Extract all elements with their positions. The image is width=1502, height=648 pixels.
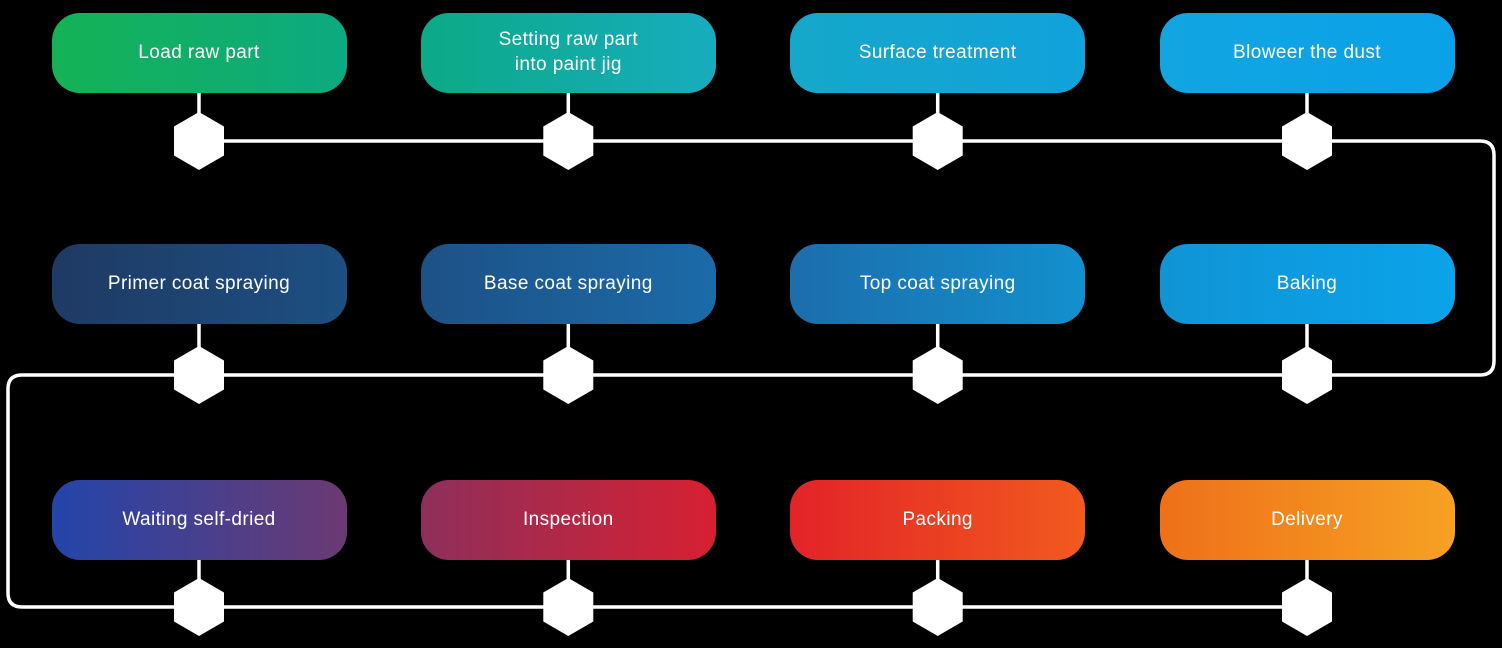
node-label: Top coat spraying bbox=[859, 272, 1016, 294]
node-label: Waiting self-dried bbox=[122, 508, 276, 530]
hexagon-junction-icon bbox=[174, 346, 224, 404]
hexagon-junction-icon bbox=[1282, 578, 1332, 636]
process-node: Inspection bbox=[420, 480, 716, 560]
hexagon-junction-icon bbox=[912, 346, 963, 404]
process-node: Bloweer the dust bbox=[1159, 13, 1455, 93]
process-node: Packing bbox=[790, 480, 1086, 560]
node-label: Bloweer the dust bbox=[1233, 41, 1381, 63]
node-label: Load raw part bbox=[138, 41, 260, 63]
node-label: Delivery bbox=[1271, 508, 1343, 530]
hexagon-junction-icon bbox=[543, 346, 594, 404]
process-node: Delivery bbox=[1159, 480, 1455, 560]
node-label: Primer coat spraying bbox=[107, 272, 291, 294]
serpentine-connector-line bbox=[6, 139, 1496, 609]
process-node: Primer coat spraying bbox=[51, 244, 347, 324]
process-node: Surface treatment bbox=[790, 13, 1086, 93]
hexagon-junction-icon bbox=[1282, 346, 1332, 404]
node-label: Inspection bbox=[522, 508, 614, 530]
hexagon-junction-icon bbox=[912, 112, 963, 170]
node-label: Packing bbox=[902, 508, 973, 530]
hexagon-junction-icon bbox=[1282, 112, 1332, 170]
process-node: Top coat spraying bbox=[790, 244, 1086, 324]
hexagon-junctions bbox=[174, 91, 1332, 636]
node-label: Baking bbox=[1276, 272, 1338, 294]
process-node: Waiting self-dried bbox=[51, 480, 347, 560]
hexagon-junction-icon bbox=[174, 578, 224, 636]
process-node: Setting raw part into paint jig bbox=[420, 13, 716, 93]
hexagon-junction-icon bbox=[912, 578, 963, 636]
hexagon-junction-icon bbox=[174, 112, 224, 170]
hexagon-junction-icon bbox=[543, 578, 594, 636]
process-node: Base coat spraying bbox=[420, 244, 716, 324]
hexagon-junction-icon bbox=[543, 112, 594, 170]
process-node: Load raw part bbox=[51, 13, 347, 93]
process-node: Baking bbox=[1159, 244, 1455, 324]
node-label: Setting raw part into paint jig bbox=[498, 29, 639, 75]
node-label: Base coat spraying bbox=[483, 272, 653, 294]
node-label: Surface treatment bbox=[858, 41, 1017, 63]
